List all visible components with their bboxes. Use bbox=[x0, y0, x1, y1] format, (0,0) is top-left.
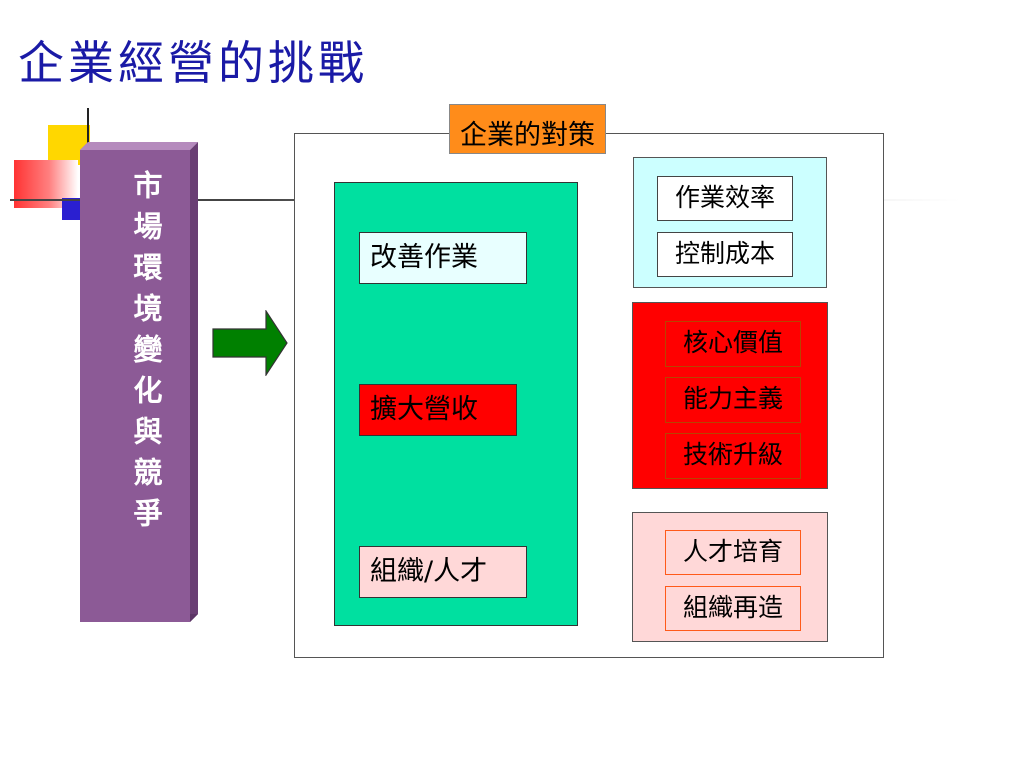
strategy-organization-talent: 組織/人才 bbox=[359, 546, 527, 598]
slide-title: 企業經營的挑戰 bbox=[18, 36, 368, 90]
market-environment-label: 市場環境變化與競爭 bbox=[129, 170, 163, 539]
market-environment-bar bbox=[80, 142, 198, 622]
measure-core-value: 核心價值 bbox=[665, 321, 801, 367]
strategy-frame-label: 企業的對策 bbox=[449, 104, 606, 154]
measure-competency: 能力主義 bbox=[665, 377, 801, 423]
market-bar-shape bbox=[80, 142, 198, 622]
people-measures-box bbox=[632, 512, 828, 642]
measure-operational-efficiency: 作業效率 bbox=[657, 176, 793, 221]
right-arrow-icon bbox=[212, 310, 288, 376]
measure-reorganization: 組織再造 bbox=[665, 586, 801, 631]
measure-cost-control: 控制成本 bbox=[657, 232, 793, 277]
strategy-improve-operations: 改善作業 bbox=[359, 232, 527, 284]
strategy-expand-revenue: 擴大營收 bbox=[359, 384, 517, 436]
growth-measures-box bbox=[632, 302, 828, 489]
measure-tech-upgrade: 技術升級 bbox=[665, 433, 801, 479]
measure-talent-development: 人才培育 bbox=[665, 530, 801, 575]
